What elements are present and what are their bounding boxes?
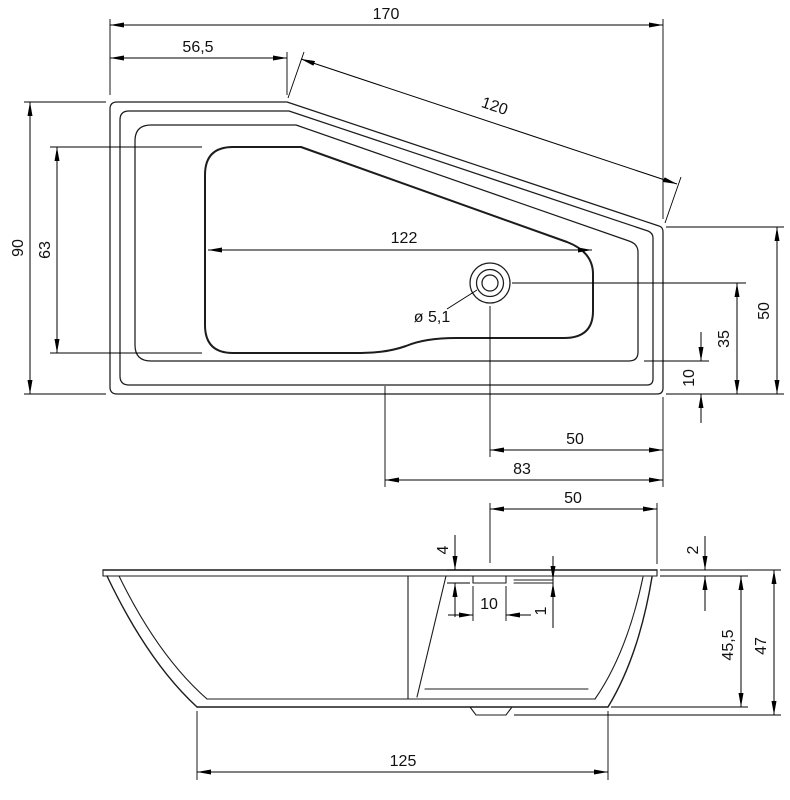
- dim-total-height: 47: [514, 569, 781, 716]
- rim-fittings: [472, 575, 554, 584]
- drain-circle-inner: [481, 274, 499, 292]
- dim-body-height: 45,5: [611, 575, 748, 708]
- dim-base-length-label: 125: [390, 753, 417, 770]
- shell-left-inner: [118, 575, 208, 700]
- dim-drain-to-right-end: 50: [489, 306, 664, 487]
- tub-shell-edge: [134, 124, 639, 362]
- tub-basin-edge: [204, 146, 594, 354]
- plan-view: 170 56,5 120 90 63: [10, 6, 784, 487]
- dim-left-section-label: 56,5: [182, 39, 213, 56]
- seat-slope-line: [416, 575, 447, 698]
- dim-side-drain-to-right-end: 50: [489, 490, 658, 564]
- dim-left-section: 56,5: [110, 39, 288, 95]
- dim-basin-length: 122: [208, 230, 592, 253]
- tub-rim-inner-edge: [119, 110, 654, 386]
- dim-basin-length-label: 122: [391, 230, 418, 247]
- dim-total-length: 170: [109, 6, 664, 219]
- dim-overflow-gap: 1: [533, 556, 556, 628]
- dim-fitting-width-label: 10: [480, 596, 498, 613]
- dim-drain-to-right-end-label: 50: [566, 431, 584, 448]
- dim-overflow-gap-label: 1: [533, 606, 550, 615]
- drain-circle-outer: [469, 262, 511, 304]
- dim-right-end-width: 50: [666, 226, 784, 395]
- dim-drain-diameter: ø 5,1: [414, 289, 478, 326]
- dim-fitting-width: 10: [448, 586, 531, 621]
- dim-ledge-to-edge: 10: [644, 332, 709, 423]
- dim-basin-width: 63: [37, 146, 202, 354]
- dim-side-drain-to-right-end-label: 50: [564, 490, 582, 507]
- dimension-line: [300, 58, 678, 185]
- leader-line: [446, 289, 478, 310]
- dim-rim-thickness-label: 2: [685, 545, 702, 554]
- dim-basin-width-label: 63: [37, 241, 54, 259]
- shell-left-outer: [106, 575, 198, 708]
- drain-circle-middle: [475, 268, 505, 298]
- dim-taper-section: 83: [384, 386, 663, 487]
- dim-drain-to-edge-label: 35: [716, 330, 733, 348]
- extension-line: [664, 176, 682, 224]
- dim-diagonal-edge: 120: [287, 51, 682, 224]
- drain-outlet: [469, 706, 513, 716]
- dim-rim-drop: 4: [435, 535, 470, 617]
- tub-outer-rim: [109, 101, 664, 395]
- dim-total-height-label: 47: [753, 637, 770, 655]
- drain: [469, 262, 511, 304]
- side-view: 50 4 2 10 1: [102, 490, 781, 780]
- dim-drain-diameter-label: ø 5,1: [414, 309, 451, 326]
- dim-base-length: 125: [196, 711, 609, 780]
- dim-total-width-label: 90: [10, 239, 27, 257]
- dim-rim-thickness: 2: [660, 536, 713, 611]
- shell-right-inner: [594, 576, 644, 700]
- dim-body-height-label: 45,5: [720, 629, 737, 660]
- dim-total-length-label: 170: [373, 6, 400, 23]
- dim-right-end-width-label: 50: [756, 302, 773, 320]
- dim-drain-to-edge: 35: [512, 282, 746, 394]
- dim-total-width: 90: [10, 101, 106, 395]
- dim-rim-drop-label: 4: [435, 545, 452, 554]
- dim-taper-section-label: 83: [513, 461, 531, 478]
- dim-diagonal-edge-label: 120: [479, 94, 510, 119]
- shell-right-outer: [607, 576, 653, 708]
- dim-ledge-to-edge-label: 10: [681, 369, 698, 387]
